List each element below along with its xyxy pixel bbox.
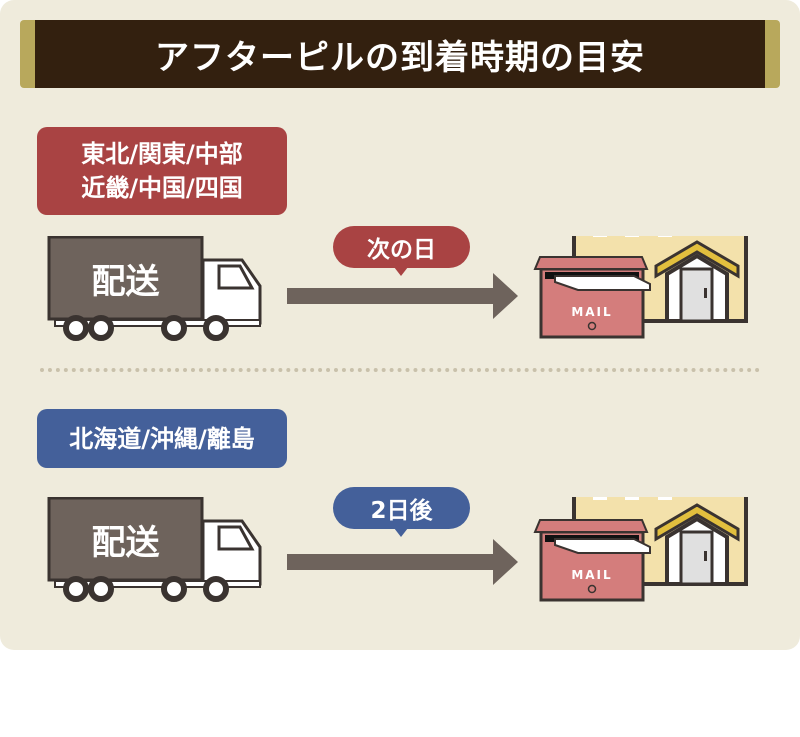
arrow-icon bbox=[287, 539, 518, 585]
mailbox-icon: MAIL bbox=[533, 519, 651, 602]
region-label-1: 東北/関東/中部 近畿/中国/四国 bbox=[37, 127, 287, 215]
truck-icon bbox=[47, 497, 262, 602]
truck-label: 配送 bbox=[91, 261, 160, 302]
delivery-illustration: MAIL bbox=[47, 497, 748, 602]
arrow-icon bbox=[287, 273, 518, 319]
page-title: アフターピルの到着時期の目安 bbox=[20, 20, 780, 88]
truck-label: 配送 bbox=[91, 522, 160, 563]
mail-label: MAIL bbox=[571, 568, 612, 582]
delivery-illustration: MAIL bbox=[47, 236, 748, 341]
region-label-2: 北海道/沖縄/離島 bbox=[37, 409, 287, 468]
dotted-divider bbox=[40, 368, 760, 372]
mailbox-icon: MAIL bbox=[533, 256, 651, 339]
delivery-row-2: MAIL 配送 bbox=[0, 497, 800, 737]
arrival-badge-1: 次の日 bbox=[333, 226, 470, 276]
truck-icon bbox=[47, 236, 262, 341]
arrival-badge-2: 2日後 bbox=[333, 487, 470, 537]
mail-label: MAIL bbox=[571, 305, 612, 319]
delivery-row-1: MAIL 配送 bbox=[0, 236, 800, 476]
